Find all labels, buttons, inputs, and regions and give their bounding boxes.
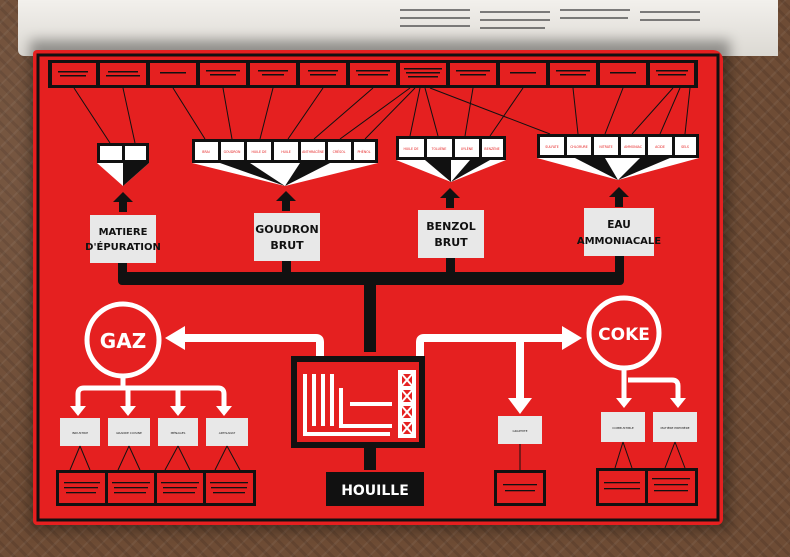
graphite-box: GRAPHITE <box>498 416 542 444</box>
coke-label: COKE <box>598 325 650 345</box>
goudron-derivative-cell <box>195 142 218 160</box>
top-cells-row <box>48 60 698 88</box>
gaz-use-box <box>108 418 150 446</box>
coke-distribution-arrows <box>621 368 681 400</box>
bottom-cells-row <box>56 468 698 506</box>
eau-derivative-cell <box>540 137 564 155</box>
eau-derivative-cell <box>648 137 672 155</box>
coke-use-label: COMBUSTIBLE <box>612 426 634 430</box>
eau-derivative-label: CHLORURE <box>570 145 588 149</box>
eau-derivative-cell <box>621 137 645 155</box>
benzol-derivatives: HUILE DE TOLUÈNE XYLÈNE BENZÈNE <box>396 136 506 182</box>
gaz-use-boxes: INDUSTRIE GRANDE CUISINE MÉNAGES ARTISAN… <box>60 418 248 446</box>
coke-node: COKE <box>586 295 662 371</box>
goudron-derivative-cell <box>328 142 351 160</box>
flow-arrows <box>165 326 582 414</box>
goudron-derivative-label: HUILE DE <box>252 150 267 154</box>
product-label: BENZOL <box>426 220 475 233</box>
goudron-derivative-label: BRAI <box>202 150 209 154</box>
gaz-distribution-heads <box>70 406 232 416</box>
product-label: D'ÉPURATION <box>85 240 161 253</box>
goudron-derivative-cell <box>221 142 244 160</box>
product-label: EAU <box>607 219 631 231</box>
gaz-use-label: GRANDE CUISINE <box>116 431 142 435</box>
gaz-use-box <box>206 418 248 446</box>
goudron-derivatives: BRAI GOUDRON HUILE DE HUILE ANTHRACÈNE C… <box>192 139 378 186</box>
goudron-derivative-label: GOUDRON <box>224 150 241 154</box>
eau-derivative-label: SELS <box>681 145 689 149</box>
facing-page-text <box>400 9 700 29</box>
benzol-derivative-label: HUILE DE <box>404 147 419 151</box>
eau-derivative-label: SULFATE <box>545 145 559 149</box>
benzol-derivative-label: XYLÈNE <box>461 146 473 151</box>
coke-use-box <box>653 412 697 442</box>
houille-label: HOUILLE <box>341 483 409 499</box>
product-matiere-epuration-box: MATIERE D'ÉPURATION <box>85 215 161 263</box>
gaz-label: GAZ <box>100 329 146 353</box>
coke-distribution-heads <box>616 398 686 408</box>
coking-plant-illustration <box>291 356 425 470</box>
product-label: BRUT <box>434 236 468 249</box>
product-goudron-brut-box: GOUDRON BRUT <box>254 213 320 261</box>
goudron-derivative-cell <box>301 142 325 160</box>
goudron-derivative-cell <box>354 142 375 160</box>
eau-derivative-cell <box>567 137 591 155</box>
eau-derivatives: SULFATE CHLORURE NITRATE AMMONIAC ACIDE … <box>537 134 699 180</box>
product-eau-ammoniacale-box: EAU AMMONIACALE <box>577 208 661 256</box>
coke-use-boxes: COMBUSTIBLE MATIÈRE PREMIÈRE <box>601 412 697 442</box>
coke-use-box <box>601 412 645 442</box>
eau-derivative-label: ACIDE <box>655 145 665 149</box>
diagram-frame <box>36 53 720 522</box>
product-label: GOUDRON <box>255 223 318 236</box>
eau-derivative-label: NITRATE <box>599 145 612 149</box>
eau-derivative-cell <box>594 137 618 155</box>
coke-use-label: MATIÈRE PREMIÈRE <box>660 425 689 430</box>
epuration-derivatives <box>97 143 149 186</box>
goudron-derivative-label: HUILE <box>281 150 290 154</box>
houille-node: HOUILLE <box>326 472 424 506</box>
goudron-derivative-label: CRÉSOL <box>333 149 346 154</box>
gaz-use-box <box>158 418 198 446</box>
eau-derivative-cell <box>675 137 696 155</box>
product-label: AMMONIACALE <box>577 236 661 247</box>
benzol-derivative-cell <box>482 139 503 157</box>
goudron-derivative-label: PHÉNOL <box>357 149 370 154</box>
eau-derivative-label: AMMONIAC <box>624 145 643 149</box>
distribution-pipes <box>118 256 624 352</box>
product-label: MATIERE <box>99 227 148 238</box>
goudron-derivative-label: ANTHRACÈNE <box>302 149 324 154</box>
facing-page <box>18 0 778 56</box>
product-up-arrows <box>113 187 629 212</box>
gaz-use-box <box>60 418 100 446</box>
product-label: BRUT <box>270 239 304 252</box>
bottom-connector-lines <box>69 441 686 471</box>
product-benzol-brut-box: BENZOL BRUT <box>418 210 484 258</box>
gaz-distribution-arrows <box>75 376 227 408</box>
benzol-derivative-cell <box>455 139 479 157</box>
goudron-derivative-cell <box>247 142 271 160</box>
goudron-derivative-cell <box>274 142 298 160</box>
gaz-use-label: ARTISANAT <box>219 431 236 435</box>
benzol-derivative-label: BENZÈNE <box>484 146 499 151</box>
benzol-derivative-cell <box>399 139 424 157</box>
connector-lines <box>73 87 691 144</box>
benzol-derivative-label: TOLUÈNE <box>431 146 447 151</box>
gaz-node: GAZ <box>84 301 162 379</box>
graphite-label: GRAPHITE <box>512 429 527 433</box>
gaz-use-label: INDUSTRIE <box>72 431 88 435</box>
gaz-use-label: MÉNAGES <box>171 430 186 435</box>
benzol-derivative-cell <box>427 139 452 157</box>
